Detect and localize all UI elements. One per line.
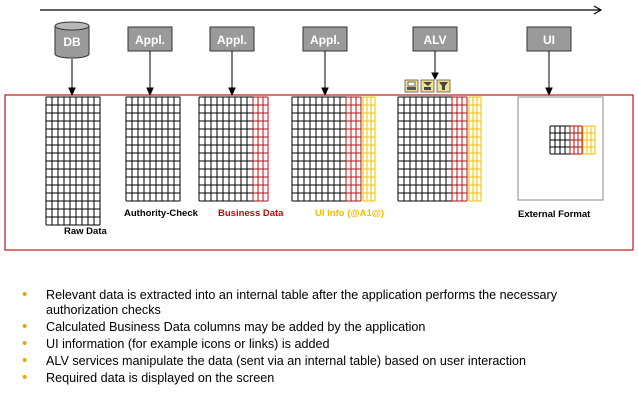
stage-label-appl-1: Appl.: [135, 33, 165, 47]
caption-ui-info: UI Info (@A1@): [315, 208, 384, 219]
bullet-text: UI information (for example icons or lin…: [46, 337, 330, 351]
bullet-item: • UI information (for example icons or li…: [22, 335, 632, 352]
stage-appl-2: Appl.: [209, 26, 255, 52]
grid-ext-business: [569, 125, 583, 155]
bullet-text: Relevant data is extracted into an inter…: [46, 288, 558, 317]
stage-appl-1: Appl.: [127, 26, 173, 52]
bullet-item: • Calculated Business Data columns may be…: [22, 318, 632, 335]
bullet-text: Required data is displayed on the screen: [46, 371, 275, 385]
bullet-item: • Required data is displayed on the scree…: [22, 369, 632, 386]
bullet-dot: •: [22, 335, 28, 352]
caption-business-data: Business Data: [218, 208, 284, 219]
grid-authority-check: [125, 96, 181, 202]
grid-alv-ui-info: [468, 96, 482, 202]
caption-external-format: External Format: [518, 209, 591, 220]
down-arrows: [68, 51, 553, 97]
bullet-dot: •: [22, 352, 28, 369]
grid-raw-data: [45, 96, 101, 226]
stage-appl-3: Appl.: [302, 26, 348, 52]
stage-label-alv: ALV: [423, 33, 446, 47]
stage-label-appl-3: Appl.: [310, 33, 340, 47]
bullet-text: ALV services manipulate the data (sent v…: [46, 354, 527, 368]
bullet-text: Calculated Business Data columns may be …: [46, 320, 426, 334]
bullet-dot: •: [22, 286, 28, 303]
stage-alv: ALV: [412, 26, 458, 52]
grid-alv-business: [451, 96, 468, 202]
grid-ui-info: [362, 96, 376, 202]
bullet-item: • Relevant data is extracted into an inte…: [22, 286, 632, 318]
stage-db: DB: [54, 21, 90, 59]
print-icon: [404, 79, 419, 93]
stage-label-appl-2: Appl.: [217, 33, 247, 47]
grid-business-base: [198, 96, 254, 202]
stage-ui: UI: [526, 26, 572, 52]
timeline-arrow: [40, 5, 603, 15]
bullet-dot: •: [22, 369, 28, 386]
bullet-list: • Relevant data is extracted into an inte…: [22, 286, 632, 388]
grid-ext-ui-info: [582, 125, 596, 155]
stage-label-db: DB: [63, 35, 81, 49]
grid-alv-base: [397, 96, 453, 202]
bullet-dot: •: [22, 318, 28, 335]
bullet-item: • ALV services manipulate the data (sent …: [22, 352, 632, 369]
caption-authority-check: Authority-Check: [124, 208, 199, 219]
grid-business-extra: [252, 96, 269, 202]
grid-ui-business: [345, 96, 362, 202]
grid-ui-base: [291, 96, 347, 202]
filter-icon: [436, 79, 451, 93]
data-grids: [45, 96, 596, 226]
processing-frame: [4, 94, 634, 251]
sort-filter-icon: [420, 79, 435, 93]
caption-raw-data: Raw Data: [64, 226, 107, 237]
stage-label-ui: UI: [543, 33, 555, 47]
alv-toolbar: [404, 79, 451, 93]
